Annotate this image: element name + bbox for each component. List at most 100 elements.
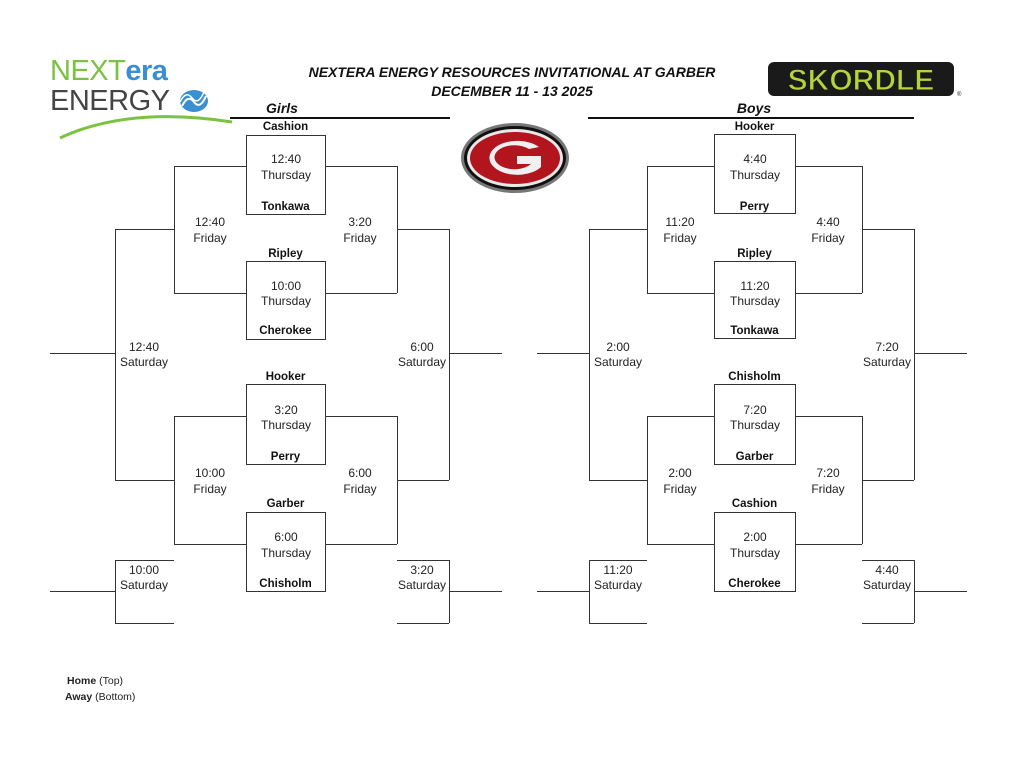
away-team: Tonkawa <box>730 325 779 337</box>
logo-energy-text: ENERGY <box>50 85 170 117</box>
bracket-line <box>449 229 450 480</box>
bracket-line <box>115 480 174 481</box>
friday-time: 10:00 <box>194 466 226 480</box>
bracket-line <box>589 560 590 623</box>
game-day: Thursday <box>729 168 781 182</box>
consolation-time: 10:00 <box>128 563 160 577</box>
bracket-line <box>537 353 589 354</box>
bracket-line <box>326 416 397 417</box>
bracket-line <box>914 353 967 354</box>
bracket-line <box>589 229 647 230</box>
game-box <box>246 512 326 592</box>
bracket-line <box>862 229 914 230</box>
skordle-logo: SKORDLE ® <box>766 60 962 100</box>
game-time: 11:20 <box>740 279 770 293</box>
saturday-time: 2:00 <box>606 340 630 354</box>
bracket-line <box>796 416 862 417</box>
bracket-line <box>174 416 246 417</box>
home-team: Cashion <box>731 498 778 510</box>
bracket-line <box>647 416 648 544</box>
saturday-time: 7:20 <box>875 340 899 354</box>
game-box <box>246 384 326 465</box>
game-time: 2:00 <box>743 530 767 544</box>
friday-time: 4:40 <box>816 215 840 229</box>
bracket-line <box>862 560 914 561</box>
home-team: Ripley <box>268 248 303 260</box>
game-day: Thursday <box>260 546 312 560</box>
bracket-line <box>914 591 967 592</box>
bracket-line <box>647 166 714 167</box>
home-team: Hooker <box>734 121 775 133</box>
bracket-line <box>647 166 648 293</box>
bracket-line <box>796 293 862 294</box>
away-team: Cherokee <box>728 578 781 590</box>
bracket-line <box>647 544 714 545</box>
away-team: Perry <box>270 451 301 463</box>
friday-time: 6:00 <box>348 466 372 480</box>
bracket-line <box>397 623 449 624</box>
nextera-energy-logo: NEXTera ENERGY <box>50 56 233 140</box>
legend-home-label: Home <box>67 675 97 687</box>
bracket-line <box>115 229 116 480</box>
bracket-line <box>326 544 397 545</box>
game-day: Thursday <box>729 546 781 560</box>
game-time: 6:00 <box>274 530 298 544</box>
bracket-line <box>397 480 449 481</box>
consolation-day: Saturday <box>397 578 447 592</box>
game-box <box>714 384 796 465</box>
home-team: Chisholm <box>728 371 781 383</box>
bracket-line <box>914 229 915 480</box>
saturday-time: 6:00 <box>410 340 434 354</box>
bracket-line <box>449 353 502 354</box>
home-team: Garber <box>266 498 305 510</box>
bracket-line <box>647 293 714 294</box>
consolation-time: 11:20 <box>603 563 633 577</box>
game-box <box>246 135 326 215</box>
home-team: Hooker <box>265 371 306 383</box>
saturday-day: Saturday <box>862 355 912 369</box>
skordle-text: SKORDLE <box>788 64 935 97</box>
friday-time: 2:00 <box>668 466 692 480</box>
bracket-line <box>174 416 175 544</box>
boys-header-underline <box>588 117 914 119</box>
away-team: Cherokee <box>259 325 312 337</box>
game-time: 4:40 <box>743 152 767 166</box>
home-team: Ripley <box>737 248 772 260</box>
friday-time: 3:20 <box>348 215 372 229</box>
game-box <box>714 134 796 214</box>
friday-day: Friday <box>193 231 227 245</box>
bracket-line <box>174 544 246 545</box>
game-day: Thursday <box>260 294 312 308</box>
game-time: 10:00 <box>270 279 302 293</box>
friday-time: 12:40 <box>194 215 226 229</box>
event-dates: DECEMBER 11 - 13 2025 <box>431 83 593 99</box>
game-time: 12:40 <box>270 152 302 166</box>
girls-header-underline <box>230 117 450 119</box>
bracket-line <box>115 623 174 624</box>
bracket-line <box>397 560 449 561</box>
consolation-time: 3:20 <box>410 563 434 577</box>
game-day: Thursday <box>729 418 781 432</box>
girls-section-header: Girls <box>266 100 298 116</box>
friday-day: Friday <box>811 482 845 496</box>
bracket-line <box>589 229 590 480</box>
away-team: Perry <box>739 201 770 213</box>
friday-day: Friday <box>663 231 697 245</box>
bracket-line <box>589 480 647 481</box>
friday-day: Friday <box>343 231 377 245</box>
friday-day: Friday <box>343 482 377 496</box>
bracket-line <box>589 623 647 624</box>
game-time: 7:20 <box>743 403 767 417</box>
game-day: Thursday <box>260 418 312 432</box>
friday-time: 7:20 <box>816 466 840 480</box>
bracket-line <box>174 166 246 167</box>
saturday-day: Saturday <box>593 355 643 369</box>
bracket-line <box>115 229 174 230</box>
saturday-time: 12:40 <box>128 340 160 354</box>
bracket-line <box>449 591 502 592</box>
bracket-line <box>115 560 116 623</box>
registered-mark: ® <box>957 91 962 98</box>
consolation-time: 4:40 <box>875 563 899 577</box>
skordle-wordmark-icon: SKORDLE ® <box>768 62 962 98</box>
home-team: Cashion <box>262 121 309 133</box>
